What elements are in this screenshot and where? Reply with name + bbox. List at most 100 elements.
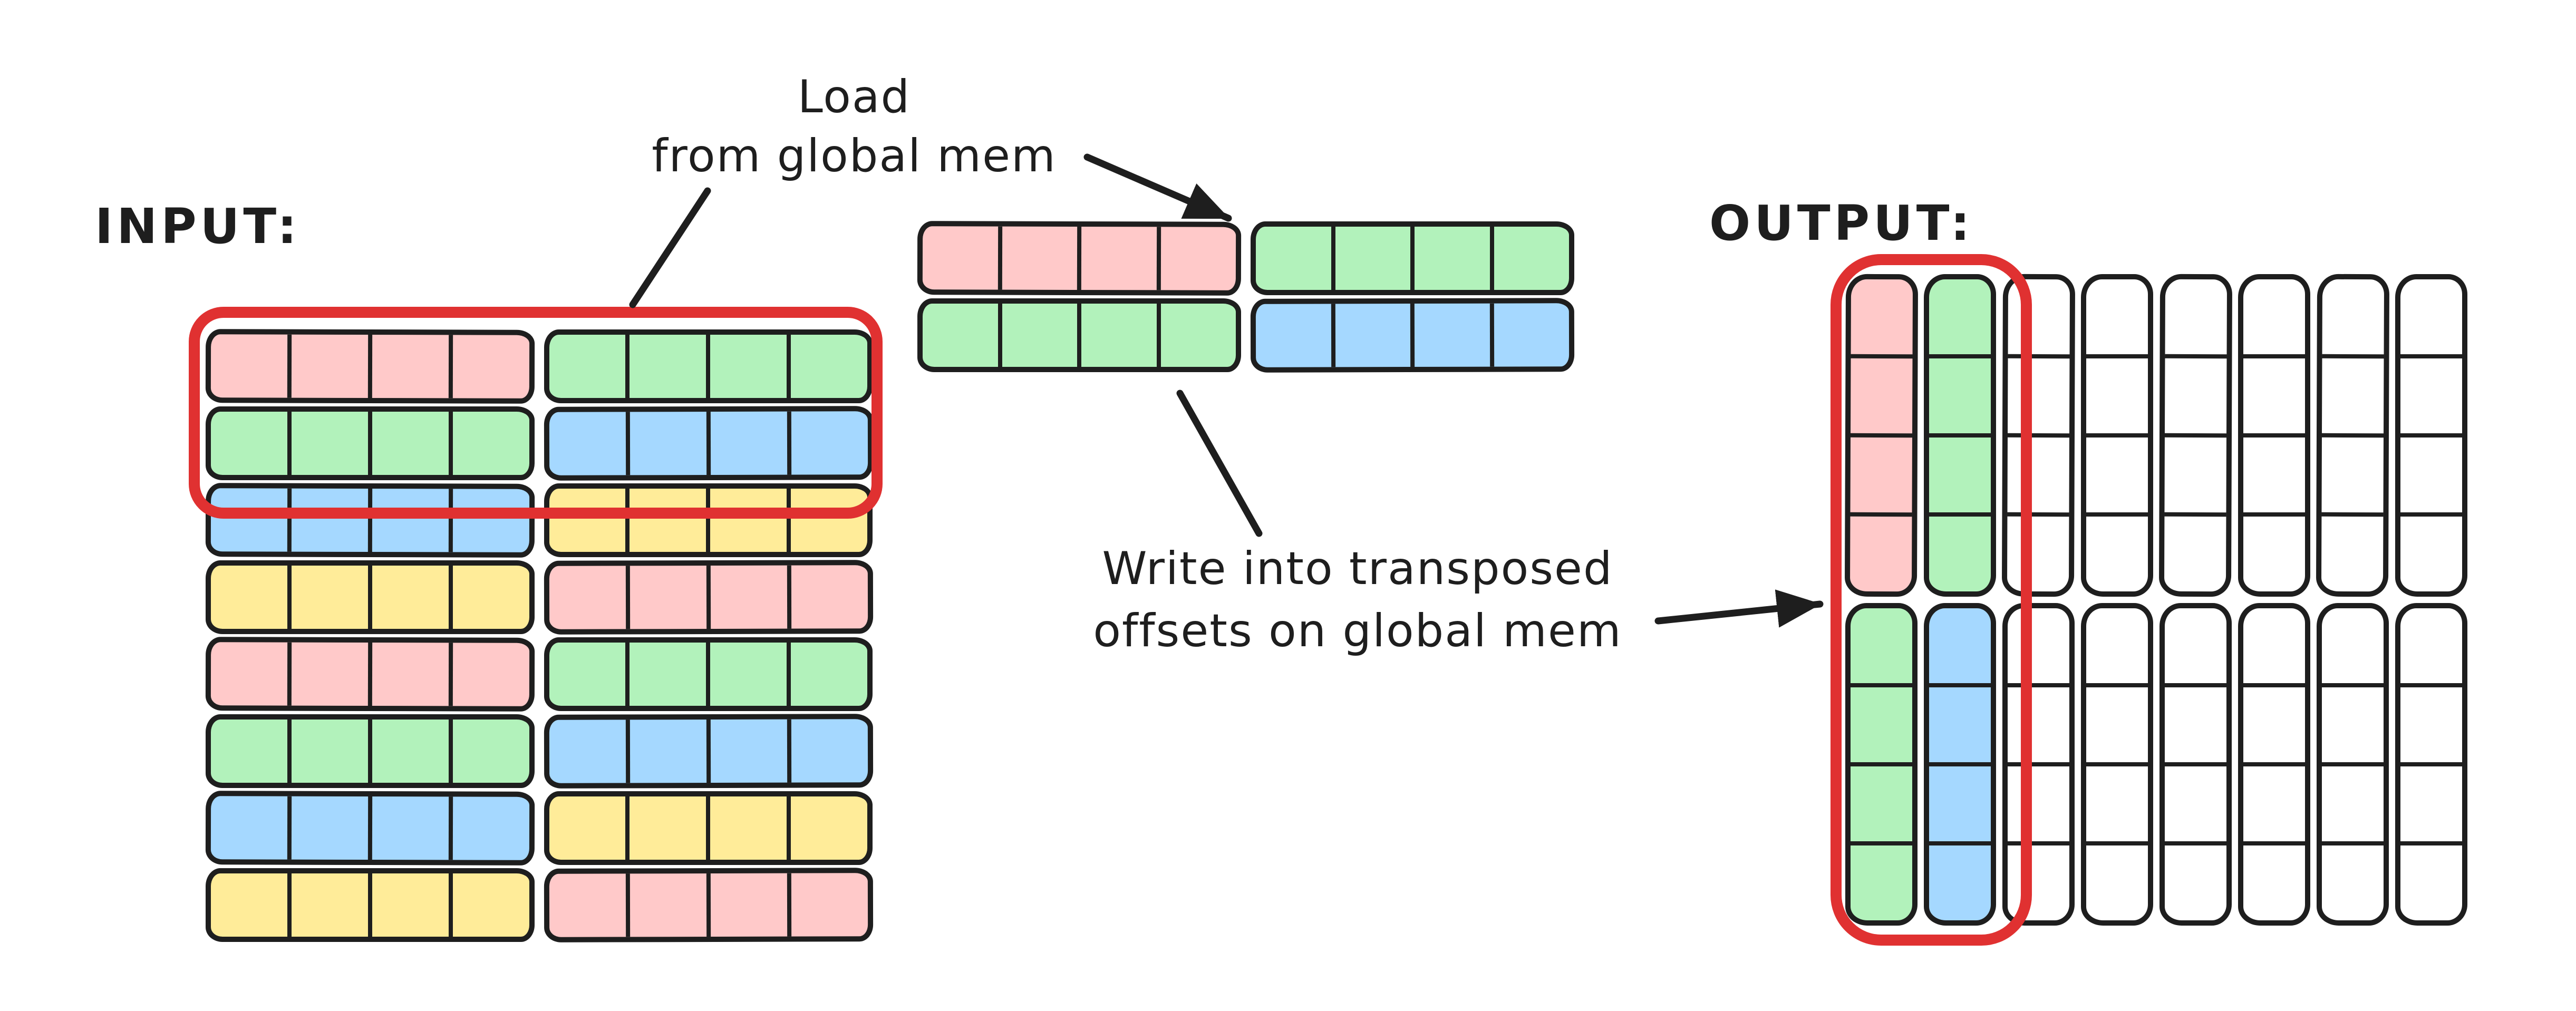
- memory-cell: [1077, 226, 1157, 290]
- memory-cell: [787, 489, 867, 552]
- grid-column: [2158, 274, 2233, 926]
- memory-cell: [2243, 841, 2305, 920]
- memory-cell: [287, 873, 368, 937]
- memory-block-blue: [1250, 298, 1575, 373]
- input-matrix-grid: [205, 329, 873, 945]
- input-tile-highlight-rect: [189, 307, 883, 519]
- memory-cell: [287, 412, 368, 475]
- memory-cell: [2322, 683, 2384, 762]
- load-annotation-line1: Load: [797, 71, 911, 123]
- memory-cell: [2400, 433, 2462, 512]
- memory-cell: [625, 335, 706, 398]
- memory-block-white: [2395, 274, 2467, 597]
- memory-cell: [786, 873, 868, 937]
- memory-block-pink: [544, 868, 873, 942]
- memory-cell: [211, 873, 287, 937]
- memory-cell: [367, 642, 449, 706]
- memory-cell: [367, 566, 449, 629]
- memory-cell: [2321, 433, 2384, 513]
- memory-cell: [2400, 279, 2462, 354]
- memory-cell: [1929, 762, 1991, 841]
- write-annotation: Write into transposed offsets on global …: [1028, 538, 1687, 662]
- grid-row: [205, 637, 873, 712]
- output-tile-highlight-rect: [1831, 254, 2032, 946]
- memory-cell: [2400, 683, 2462, 762]
- memory-cell: [1929, 841, 1991, 920]
- memory-cell: [1331, 227, 1411, 290]
- memory-block-green: [1251, 221, 1574, 295]
- memory-cell: [287, 642, 368, 706]
- memory-cell: [2243, 683, 2305, 762]
- memory-block-white: [2317, 603, 2389, 926]
- grid-row: [206, 560, 873, 635]
- memory-cell: [1851, 762, 1912, 841]
- memory-block-green: [206, 406, 535, 480]
- memory-cell: [2086, 762, 2148, 841]
- memory-block-green: [206, 714, 535, 788]
- memory-cell: [2400, 354, 2462, 433]
- memory-cell: [2243, 354, 2305, 433]
- memory-cell: [211, 720, 287, 783]
- memory-cell: [2165, 354, 2227, 434]
- memory-cell: [367, 412, 449, 475]
- memory-block-yellow: [544, 791, 873, 865]
- memory-cell: [287, 720, 368, 783]
- memory-cell: [1929, 433, 1991, 512]
- memory-cell: [448, 412, 529, 475]
- memory-cell: [998, 226, 1078, 290]
- memory-cell: [1929, 354, 1991, 433]
- memory-cell: [1410, 227, 1490, 290]
- memory-cell: [625, 566, 706, 629]
- memory-cell: [1929, 512, 1991, 591]
- memory-cell: [787, 335, 867, 398]
- memory-cell: [2400, 841, 2462, 920]
- grid-row: [205, 329, 873, 404]
- memory-block-blue: [1924, 603, 1996, 926]
- memory-cell: [448, 796, 529, 860]
- memory-cell: [2243, 512, 2305, 591]
- memory-cell: [1489, 227, 1570, 290]
- memory-cell: [2321, 512, 2384, 592]
- memory-block-white: [2081, 274, 2153, 597]
- memory-cell: [2086, 608, 2148, 683]
- memory-cell: [625, 643, 706, 706]
- output-matrix-grid: [1844, 274, 2467, 926]
- memory-cell: [367, 796, 449, 860]
- memory-cell: [2243, 433, 2305, 512]
- grid-row: [917, 298, 1575, 373]
- memory-block-white: [2238, 603, 2310, 926]
- memory-cell: [706, 643, 787, 706]
- tile-to-write-note-line: [1176, 390, 1263, 537]
- memory-cell: [2322, 608, 2384, 683]
- memory-cell: [2086, 512, 2148, 591]
- memory-block-yellow: [206, 868, 535, 942]
- memory-cell: [549, 796, 626, 860]
- memory-cell: [211, 796, 287, 859]
- input-section-label: INPUT:: [95, 198, 301, 255]
- memory-cell: [2086, 841, 2148, 920]
- grid-row: [917, 221, 1574, 296]
- memory-cell: [287, 796, 368, 860]
- memory-cell: [706, 565, 787, 629]
- memory-cell: [1851, 683, 1912, 762]
- memory-block-blue: [544, 714, 873, 789]
- memory-cell: [2008, 762, 2069, 841]
- memory-cell: [786, 719, 868, 783]
- memory-cell: [1410, 303, 1490, 367]
- grid-column: [2238, 274, 2310, 926]
- write-annotation-line1: Write into transposed: [1102, 542, 1613, 595]
- memory-cell: [448, 873, 529, 937]
- memory-block-pink: [205, 637, 535, 712]
- memory-cell: [211, 566, 287, 629]
- memory-cell: [1256, 304, 1331, 367]
- memory-cell: [2400, 512, 2462, 591]
- grid-column: [2395, 274, 2467, 926]
- memory-cell: [2165, 841, 2226, 920]
- memory-cell: [448, 643, 529, 706]
- memory-cell: [2243, 762, 2305, 841]
- memory-block-yellow: [206, 560, 535, 634]
- memory-cell: [787, 796, 867, 860]
- memory-cell: [549, 566, 625, 629]
- memory-cell: [1489, 303, 1570, 367]
